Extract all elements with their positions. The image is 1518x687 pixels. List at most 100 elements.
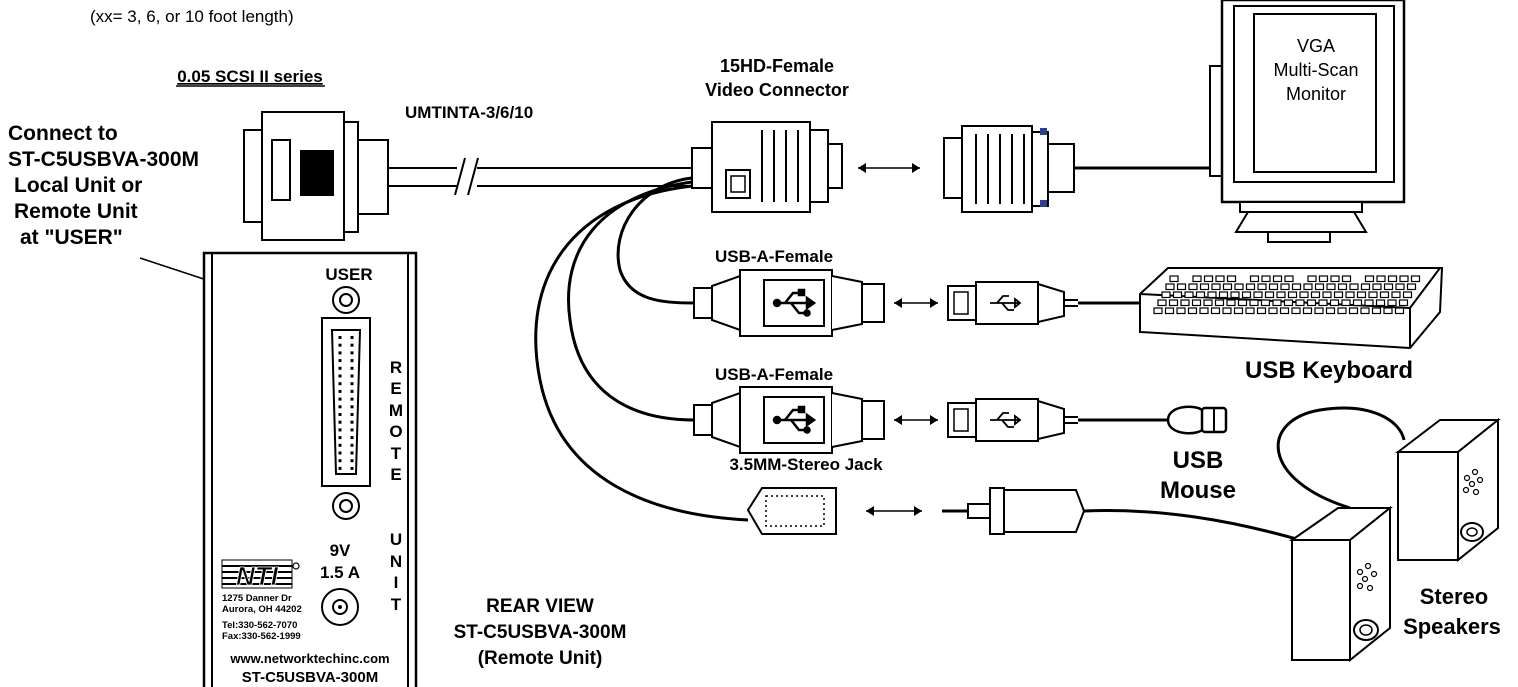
port-pin xyxy=(338,374,342,378)
vlabel-9: I xyxy=(394,573,399,592)
nti-logo: NTI xyxy=(221,559,300,591)
address-line-1: 1275 Danner Dr xyxy=(222,593,292,604)
keyboard-key xyxy=(1383,283,1394,291)
vlabel-2: M xyxy=(389,401,403,420)
vlabel-8: N xyxy=(390,552,402,571)
keyboard-key xyxy=(1161,291,1171,299)
port-pin xyxy=(338,466,342,470)
keyboard-key xyxy=(1245,283,1256,291)
keyboard-key xyxy=(1371,307,1382,315)
arrow-video xyxy=(858,163,920,173)
keyboard-key xyxy=(1169,275,1179,283)
keyboard-key xyxy=(1226,275,1237,283)
connect-line-4: Remote Unit xyxy=(14,200,138,223)
keyboard-key xyxy=(1364,275,1375,283)
keyboard-key xyxy=(1291,283,1302,291)
usb-icon-1 xyxy=(772,288,817,317)
usb-male-connector-1 xyxy=(947,281,1065,325)
port-pin xyxy=(350,366,354,370)
website-label: www.networktechinc.com xyxy=(229,651,389,666)
keyboard-key xyxy=(1249,275,1260,283)
keyboard-key xyxy=(1306,299,1317,307)
keyboard-key xyxy=(1276,291,1286,299)
port-pin xyxy=(338,436,342,440)
vlabel-3: O xyxy=(389,422,402,441)
keyboard-key xyxy=(1234,283,1244,291)
keyboard-key xyxy=(1191,299,1202,307)
connect-line-1: Connect to xyxy=(8,122,118,145)
keyboard-key xyxy=(1337,283,1348,291)
connect-line-5: at "USER" xyxy=(20,226,123,249)
keyboard-key xyxy=(1326,283,1336,291)
mouse xyxy=(1166,405,1228,435)
keyboard-key xyxy=(1299,291,1309,299)
keyboard-key xyxy=(1283,299,1294,307)
stereo-jack-female xyxy=(746,487,837,535)
keyboard-key xyxy=(1406,283,1417,291)
phone-line-1: Tel:330-562-7070 xyxy=(222,620,297,631)
keyboard-keys xyxy=(1153,275,1421,315)
speaker-front xyxy=(1288,505,1393,663)
keyboard-key xyxy=(1352,299,1363,307)
remote-unit-vertical-label: R E M O T E U N I T xyxy=(389,358,403,614)
keyboard-key xyxy=(1303,283,1313,291)
keyboard-key xyxy=(1176,283,1187,291)
keyboard-key xyxy=(1333,291,1344,299)
keyboard-key xyxy=(1329,299,1340,307)
keyboard-key xyxy=(1291,307,1301,315)
scsi-connector xyxy=(243,111,389,241)
keyboard-key xyxy=(1314,307,1324,315)
power-label-1: 9V xyxy=(330,541,351,560)
port-pin xyxy=(350,343,354,347)
keyboard-key xyxy=(1168,299,1179,307)
keyboard-key xyxy=(1215,275,1225,283)
usb-icon-2 xyxy=(772,405,817,434)
port-pin xyxy=(338,359,342,363)
stereo-plug-male xyxy=(942,487,1086,535)
vlabel-7: U xyxy=(390,530,402,549)
keyboard-key xyxy=(1272,299,1282,307)
keyboard-key xyxy=(1394,307,1405,315)
keyboard-key xyxy=(1245,307,1255,315)
keyboard-key xyxy=(1330,275,1340,283)
breakout-cables xyxy=(534,176,749,522)
mouse-label-2: Mouse xyxy=(1160,477,1236,504)
keyboard-key xyxy=(1233,307,1244,315)
keyboard-key xyxy=(1349,283,1359,291)
port-pin xyxy=(350,428,354,432)
keyboard-key xyxy=(1302,307,1313,315)
keyboard-key xyxy=(1318,275,1329,283)
port-pin xyxy=(338,351,342,355)
port-pins xyxy=(338,336,354,470)
keyboard-key xyxy=(1368,291,1378,299)
strain-relief-2 xyxy=(1064,416,1078,424)
user-port-connector xyxy=(321,286,371,520)
keyboard-key xyxy=(1287,291,1298,299)
port-pin xyxy=(338,389,342,393)
power-label-2: 1.5 A xyxy=(320,563,360,582)
port-pin xyxy=(338,428,342,432)
port-pin xyxy=(338,413,342,416)
stereo-jack-label: 3.5MM-Stereo Jack xyxy=(729,455,883,474)
rear-panel xyxy=(202,251,418,687)
keyboard-key xyxy=(1184,291,1194,299)
keyboard-key xyxy=(1268,283,1279,291)
address-line-2: Aurora, OH 44202 xyxy=(222,604,302,615)
keyboard-key xyxy=(1195,291,1206,299)
keyboard-key xyxy=(1256,307,1267,315)
keyboard-key xyxy=(1383,307,1393,315)
rear-view-label-1: REAR VIEW xyxy=(486,596,594,617)
panel-model-label: ST-C5USBVA-300M xyxy=(242,669,378,686)
keyboard-key xyxy=(1387,299,1397,307)
keyboard-key xyxy=(1199,283,1210,291)
keyboard-key xyxy=(1188,283,1198,291)
cable-model-label: UMTINTA-3/6/10 xyxy=(405,103,533,122)
keyboard-key xyxy=(1295,299,1305,307)
usb-male-connector-2 xyxy=(947,398,1065,442)
port-pin xyxy=(338,420,342,424)
port-pin xyxy=(338,459,342,463)
connect-line-3: Local Unit or xyxy=(14,174,142,197)
keyboard-key xyxy=(1199,307,1209,315)
port-pin xyxy=(350,413,354,416)
